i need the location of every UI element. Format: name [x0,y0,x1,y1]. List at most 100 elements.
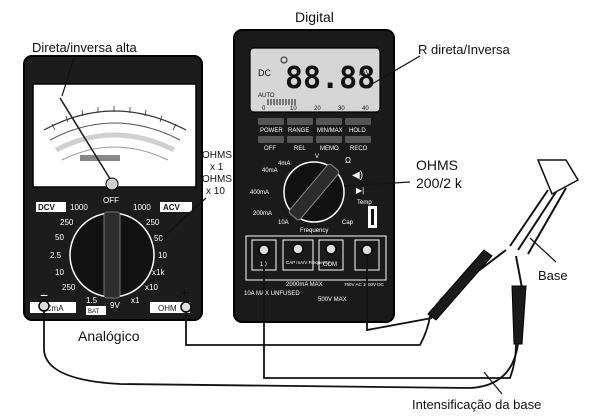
wire-digital-v [366,255,433,332]
left-range-1: 1000 [70,203,88,212]
left-range-3: 50 [55,233,64,242]
right-range-1: 1000 [133,203,151,212]
jack-panel [245,235,387,281]
probe-red [427,249,507,321]
wire-digital-10a [263,254,517,379]
scale-arc [49,122,181,141]
dcma-box [30,302,76,313]
digital-meter: DC 88.88 mV AUTO 0 10 20 30 40 POWER RAN… [233,29,395,323]
power-label: POWER [260,128,283,134]
jack-com-label: COM [323,262,337,268]
dcv-label: DCV [38,203,56,212]
transistor-body [536,159,580,196]
probe-black [511,255,527,345]
ohm-box [150,302,190,313]
left-range-6: 250 [62,283,76,292]
digital-10a-jack[interactable] [258,244,270,256]
dial-400ma: 400mA [250,190,269,196]
lcd-bargraph [267,99,296,105]
jack-note-500v: 500V MAX [318,297,347,303]
lcd-scale-30: 30 [338,106,345,112]
dial-frequency: Frequency [300,228,328,234]
jack-note-750v: 750V AC 1000V DC [344,282,385,287]
left-range-7: 1.5 [86,296,98,305]
dial-cap: Cap [342,220,354,226]
label-x10: x 10 [206,186,225,197]
reco-label: RECO [350,146,368,152]
hold-button[interactable] [345,118,371,125]
label-forward-reverse-high: Direta/inversa alta [32,40,138,55]
dial-10a: 10A [278,220,289,226]
plus-sign: + [180,285,189,302]
lcd-scale-20: 20 [314,106,321,112]
wire-analog-minus [43,310,519,389]
memo-button[interactable] [316,136,342,143]
callout-line [529,237,557,263]
off-button[interactable] [258,136,284,143]
lcd-value: 88.88 [285,61,375,96]
minus-sign: − [40,287,48,303]
acv-box [160,202,192,212]
range-button[interactable] [287,118,313,125]
bat-9v-label: 9V [110,301,120,310]
right-range-6: x10 [145,283,158,292]
scale-ticks [51,106,177,131]
acv-label: ACV [163,203,181,212]
lcd-dc: DC [258,68,271,78]
analog-minus-jack[interactable] [38,300,50,312]
dial-4ma: 4mA [278,161,290,167]
callout-lines [61,55,557,395]
transistor [509,159,580,255]
left-range-5: 10 [55,268,64,277]
button-row-1: POWER RANGE MIN/MAX HOLD [258,118,371,134]
transistor-lead-2 [517,191,557,251]
label-ohms-1: OHMS [202,150,232,161]
speaker-icon: ◀) [352,170,363,181]
transistor-lead-1 [509,189,549,247]
digital-v-jack[interactable] [361,244,373,256]
wires [43,254,519,389]
dial-v: V [315,154,319,160]
transistor-lead-3 [527,187,567,255]
label-ohms-2: OHMS [202,174,232,185]
power-button[interactable] [258,118,284,125]
label-r-forward-reverse: R direta/Inversa [418,42,511,57]
jack-note-2000ma: 2000mA MAX [286,282,323,288]
analog-meter: OFF DCV ACV 1000 250 50 2.5 10 250 1.5 1… [23,55,203,321]
label-base: Base [538,268,568,283]
callout-line [343,181,411,187]
minmax-button[interactable] [316,118,342,125]
label-ohms-digital: OHMS [416,157,458,173]
transistor-edge [537,159,553,195]
right-range-7: x1 [131,296,140,305]
needle-pivot [105,177,119,191]
reco-button[interactable] [345,136,371,143]
analog-plus-jack[interactable] [180,301,192,313]
callout-line [61,57,75,97]
lcd-unit: mV [359,69,372,78]
scale-band [54,132,176,153]
probe-handle [427,249,493,321]
button-row-2: OFF REL MEMO RECO [258,136,371,152]
dial-40ma: 40mA [262,168,278,174]
digital-cap-jack[interactable] [292,243,304,255]
digital-com-jack[interactable] [325,243,337,255]
wire-analog-plus [185,312,431,346]
jack-cap-box [282,239,314,271]
jack-cap-label: CAP mA/V Frequency [286,260,331,265]
bat-label: BAT [88,309,100,315]
digital-dial-pointer [288,163,340,221]
bat-box [86,306,106,315]
rel-button[interactable] [287,136,313,143]
dial-ohm: Ω [345,156,351,165]
dcma-label: DCmA [40,304,64,313]
side-indicator-bar [371,209,374,225]
probe-tip [515,255,523,289]
scale-arc [43,110,187,131]
right-range-2: 250 [146,218,160,227]
diode-icon: ▶| [356,186,364,195]
dial-off-label: OFF [103,196,119,205]
left-range-4: 2.5 [50,251,62,260]
lcd-scale-10: 10 [290,106,297,112]
